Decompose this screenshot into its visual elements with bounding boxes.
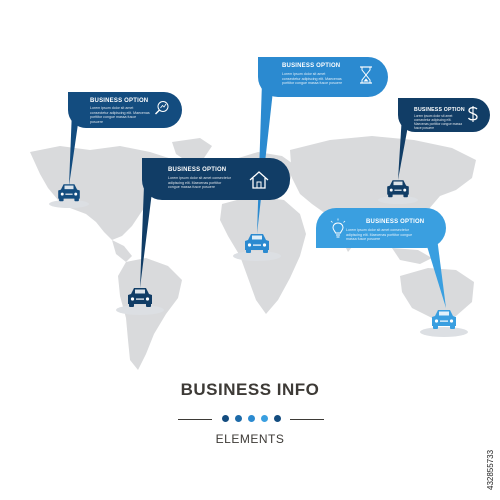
callout-body: Lorem ipsum dolor sit amet consectetur a… bbox=[90, 106, 150, 124]
decor-dot bbox=[235, 415, 242, 422]
car-icon bbox=[432, 310, 456, 329]
hourglass-icon bbox=[360, 66, 372, 84]
callout-title: BUSINESS OPTION bbox=[168, 167, 227, 173]
lightbulb-icon bbox=[330, 218, 346, 238]
decor-dot bbox=[261, 415, 268, 422]
callout-body: Lorem ipsum dolor sit amet consectetur a… bbox=[346, 228, 413, 242]
callout-title: BUSINESS OPTION bbox=[366, 219, 425, 225]
callout-box: BUSINESS OPTION Lorem ipsum dolor sit am… bbox=[258, 57, 388, 97]
callout-body: Lorem ipsum dolor sit amet consectetur a… bbox=[168, 176, 231, 190]
marker-shadow bbox=[116, 305, 164, 315]
marker-shadow bbox=[420, 327, 468, 337]
callout-pointer bbox=[398, 115, 410, 180]
callout-pointer bbox=[69, 110, 80, 186]
decor-dot bbox=[248, 415, 255, 422]
callout-body: Lorem ipsum dolor sit amet consectetur a… bbox=[414, 114, 463, 130]
page-subtitle: ELEMENTS bbox=[215, 432, 285, 446]
callout-title: BUSINESS OPTION bbox=[414, 107, 465, 113]
marker-shadow bbox=[233, 251, 281, 261]
magnifier-chart-icon bbox=[155, 101, 169, 115]
callout-box: BUSINESS OPTION Lorem ipsum dolor sit am… bbox=[68, 92, 182, 128]
callout-body: Lorem ipsum dolor sit amet consectetur a… bbox=[282, 72, 343, 86]
marker-shadow bbox=[49, 200, 89, 208]
page-title: BUSINESS INFO bbox=[180, 380, 320, 399]
decor-dot bbox=[274, 415, 281, 422]
car-icon bbox=[128, 288, 152, 307]
car-icon bbox=[245, 234, 269, 253]
callout-box: BUSINESS OPTION Lorem ipsum dolor sit am… bbox=[316, 208, 446, 248]
callout-title: BUSINESS OPTION bbox=[90, 98, 149, 104]
stock-id: 432855733 bbox=[486, 449, 495, 490]
callout-box: BUSINESS OPTION Lorem ipsum dolor sit am… bbox=[398, 98, 490, 132]
marker-shadow bbox=[378, 196, 418, 204]
callout-title: BUSINESS OPTION bbox=[282, 63, 341, 69]
car-icon bbox=[387, 180, 409, 198]
divider bbox=[178, 419, 212, 420]
dollar-icon bbox=[467, 106, 478, 122]
decor-dot bbox=[222, 415, 229, 422]
callout-pointer bbox=[422, 230, 446, 308]
car-icon bbox=[58, 184, 80, 202]
divider bbox=[290, 419, 324, 420]
house-icon bbox=[249, 171, 269, 189]
callout-box: BUSINESS OPTION Lorem ipsum dolor sit am… bbox=[142, 158, 290, 200]
